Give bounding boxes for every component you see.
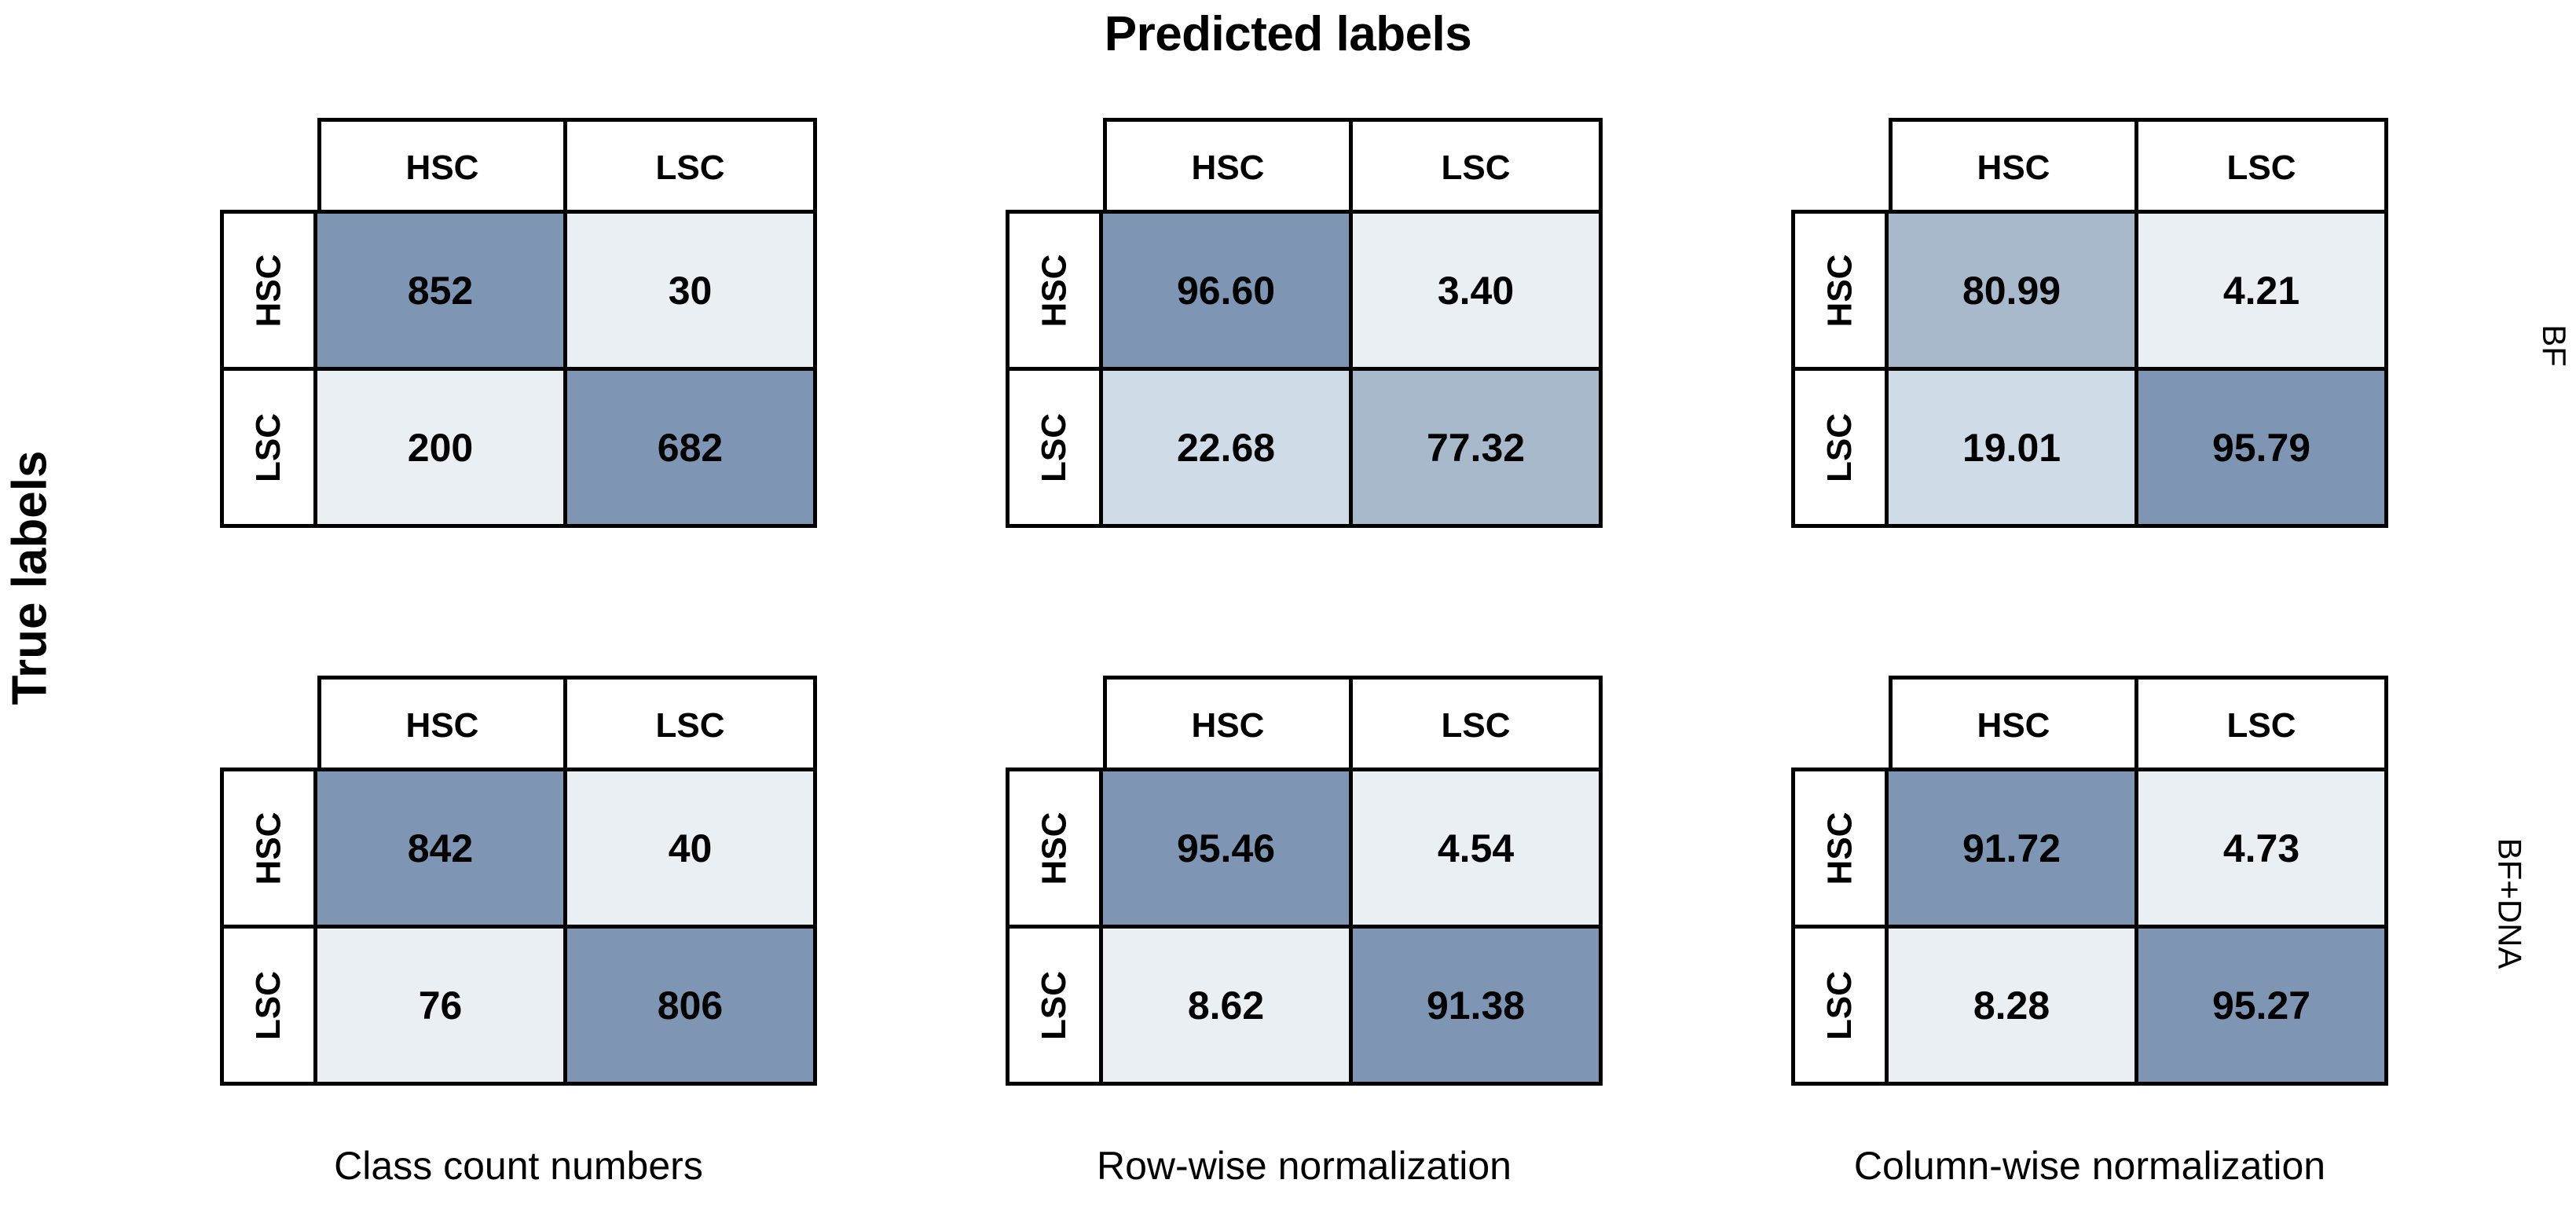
column-header-hsc: HSC bbox=[1103, 118, 1353, 218]
matrix-cell: 95.79 bbox=[2134, 367, 2388, 528]
matrix-cell: 852 bbox=[313, 210, 567, 371]
row-header-label: LSC bbox=[1035, 970, 1073, 1040]
column-header-hsc: HSC bbox=[317, 118, 567, 218]
matrix-cell: 4.54 bbox=[1349, 768, 1603, 929]
row-header-lsc: LSC bbox=[1006, 367, 1103, 528]
matrix-cell: 80.99 bbox=[1885, 210, 2138, 371]
row-header-hsc: HSC bbox=[1006, 210, 1103, 371]
caption-row: Class count numbers Row-wise normalizatio… bbox=[126, 1143, 2483, 1189]
page-title: Predicted labels bbox=[1104, 7, 1472, 61]
matrix-cell: 806 bbox=[563, 925, 817, 1086]
column-header-hsc: HSC bbox=[317, 676, 567, 775]
row-header-lsc: LSC bbox=[220, 925, 317, 1086]
matrix-cell: 30 bbox=[563, 210, 817, 371]
matrix-corner bbox=[1006, 676, 1103, 771]
panel-row-label: BF bbox=[2536, 324, 2574, 367]
row-header-hsc: HSC bbox=[220, 210, 317, 371]
column-header-hsc: HSC bbox=[1103, 676, 1353, 775]
row-header-lsc: LSC bbox=[1006, 925, 1103, 1086]
matrix-cell: 77.32 bbox=[1349, 367, 1603, 528]
row-header-label: LSC bbox=[249, 412, 288, 482]
matrix-cell: 682 bbox=[563, 367, 817, 528]
matrix-cell: 4.73 bbox=[2134, 768, 2388, 929]
matrix-cell: 91.38 bbox=[1349, 925, 1603, 1086]
matrix-cell: 40 bbox=[563, 768, 817, 929]
row-header-hsc: HSC bbox=[1791, 210, 1889, 371]
row-header-label: HSC bbox=[1820, 811, 1859, 885]
matrix-corner bbox=[220, 118, 317, 214]
row-header-label: HSC bbox=[1820, 254, 1859, 327]
row-header-label: LSC bbox=[1035, 412, 1073, 482]
matrix-cell: 200 bbox=[313, 367, 567, 528]
grid-spacer bbox=[126, 573, 911, 676]
row-header-hsc: HSC bbox=[1006, 768, 1103, 929]
column-caption: Class count numbers bbox=[334, 1144, 703, 1188]
column-header-lsc: LSC bbox=[1349, 676, 1603, 775]
column-header-lsc: LSC bbox=[563, 676, 817, 775]
matrix-cell: 8.62 bbox=[1099, 925, 1353, 1086]
matrix-cell: 19.01 bbox=[1885, 367, 2138, 528]
column-header-hsc: HSC bbox=[1889, 676, 2138, 775]
matrix-cell: 91.72 bbox=[1885, 768, 2138, 929]
matrix-cell: 95.27 bbox=[2134, 925, 2388, 1086]
matrix-cell: 842 bbox=[313, 768, 567, 929]
row-header-label: HSC bbox=[1035, 811, 1073, 885]
matrix-corner bbox=[1791, 676, 1889, 771]
column-header-hsc: HSC bbox=[1889, 118, 2138, 218]
grid-spacer bbox=[1697, 573, 2483, 676]
row-header-lsc: LSC bbox=[1791, 925, 1889, 1086]
grid-spacer bbox=[911, 573, 1697, 676]
row-header-lsc: LSC bbox=[1791, 367, 1889, 528]
matrix-cell: 8.28 bbox=[1885, 925, 2138, 1086]
column-header-lsc: LSC bbox=[563, 118, 817, 218]
column-header-lsc: LSC bbox=[2134, 118, 2388, 218]
column-header-lsc: LSC bbox=[1349, 118, 1603, 218]
matrix-cell: 95.46 bbox=[1099, 768, 1353, 929]
row-header-label: HSC bbox=[249, 254, 288, 327]
matrix-cell: 22.68 bbox=[1099, 367, 1353, 528]
matrix-cell: 4.21 bbox=[2134, 210, 2388, 371]
matrix-corner bbox=[220, 676, 317, 771]
row-header-label: LSC bbox=[1820, 970, 1859, 1040]
row-header-hsc: HSC bbox=[1791, 768, 1889, 929]
row-header-label: LSC bbox=[1820, 412, 1859, 482]
column-header-lsc: LSC bbox=[2134, 676, 2388, 775]
row-header-label: HSC bbox=[1035, 254, 1073, 327]
matrix-corner bbox=[1006, 118, 1103, 214]
matrix-corner bbox=[1791, 118, 1889, 214]
row-header-lsc: LSC bbox=[220, 367, 317, 528]
matrix-cell: 76 bbox=[313, 925, 567, 1086]
column-caption: Column-wise normalization bbox=[1853, 1144, 2326, 1188]
row-header-hsc: HSC bbox=[220, 768, 317, 929]
axis-label-true: True labels bbox=[2, 450, 57, 705]
row-header-label: LSC bbox=[249, 970, 288, 1040]
matrix-cell: 96.60 bbox=[1099, 210, 1353, 371]
row-header-label: HSC bbox=[249, 811, 288, 885]
column-caption: Row-wise normalization bbox=[1097, 1144, 1512, 1188]
matrix-cell: 3.40 bbox=[1349, 210, 1603, 371]
panel-row-label: BF+DNA bbox=[2491, 837, 2529, 969]
